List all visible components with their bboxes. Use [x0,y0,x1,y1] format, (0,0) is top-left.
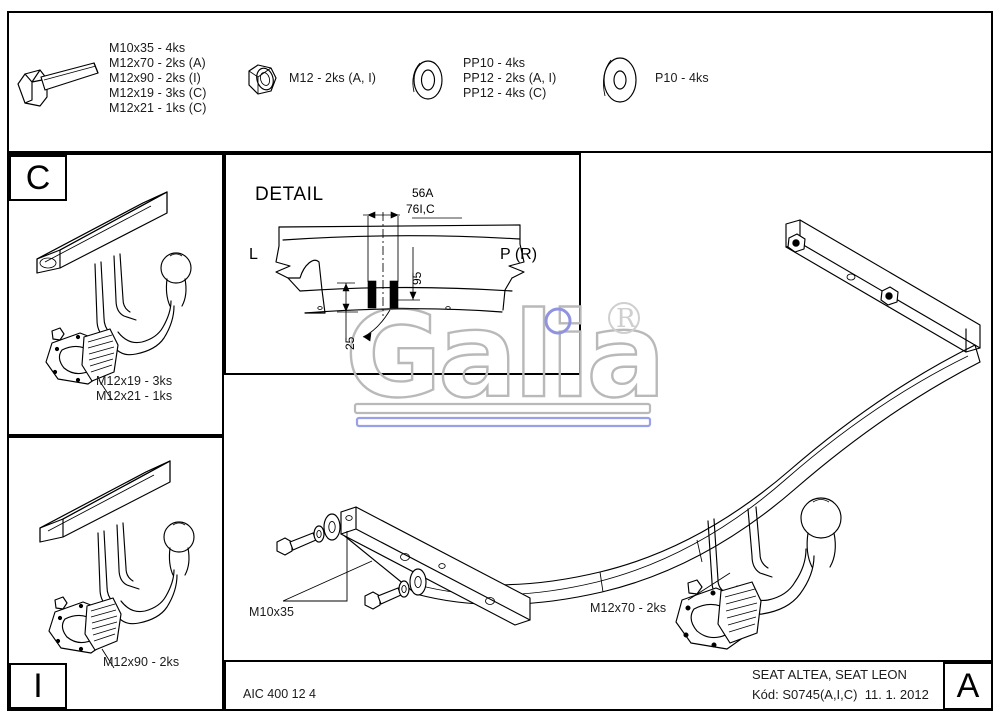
panel-c-callout-1: M12x21 - 1ks [96,389,173,403]
detail-title: DETAIL [255,184,324,205]
bolt-part-line-3: M12x19 - 3ks (C) [109,86,207,100]
panel-i-callout-0: M12x90 - 2ks [103,655,180,669]
vehicle-model: SEAT ALTEA, SEAT LEON [752,667,907,682]
flat-washer-line-0: P10 - 4ks [655,71,709,85]
spring-washer-line-2: PP12 - 4ks (C) [463,86,547,100]
panel-c-callout-0: M12x19 - 3ks [96,374,173,388]
title-block-separator [224,660,226,711]
panel-c-frame [7,153,224,436]
parts-list-panel [7,11,993,153]
detail-dim-25: 25 [343,336,357,350]
main-callout-m12x70: M12x70 - 2ks [590,601,667,615]
detail-dim-95: 95 [410,271,424,285]
panel-i-frame [7,436,224,711]
kit-code-and-date: Kód: S0745(A,I,C) 11. 1. 2012 [752,687,929,702]
bolt-part-line-1: M12x70 - 2ks (A) [109,56,206,70]
variant-box-c: C [9,155,67,201]
drawing-number: AIC 400 12 4 [243,687,316,701]
title-block-divider [224,660,993,662]
revision-box-a: A [943,662,993,710]
detail-label-right: P (R) [500,246,538,263]
detail-dim-76ic: 76I,C [406,202,435,216]
variant-box-i: I [9,663,67,709]
main-callout-m10x35: M10x35 [249,605,295,619]
spring-washer-line-1: PP12 - 2ks (A, I) [463,71,557,85]
nut-part-line-0: M12 - 2ks (A, I) [289,71,377,85]
detail-label-left: L [249,246,258,263]
spring-washer-line-0: PP10 - 4ks [463,56,526,70]
bolt-part-line-2: M12x90 - 2ks (I) [109,71,201,85]
bolt-part-line-4: M12x21 - 1ks (C) [109,101,207,115]
detail-dim-56a: 56A [412,186,434,200]
bolt-part-line-0: M10x35 - 4ks [109,41,186,55]
